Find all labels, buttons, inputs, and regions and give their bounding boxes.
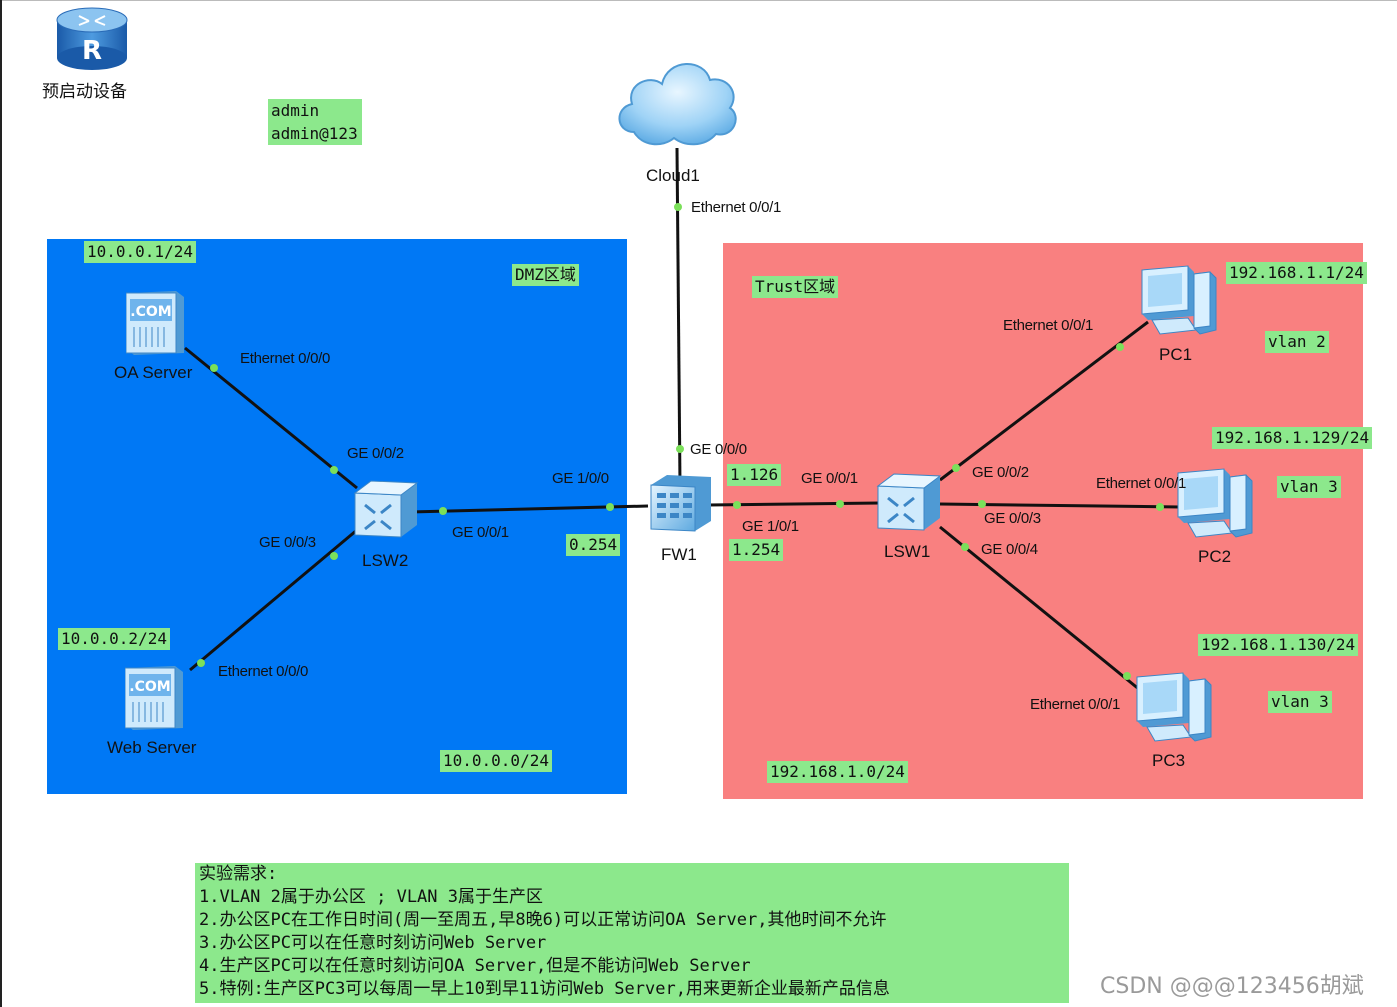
- requirement-item: 2.办公区PC在工作日时间(周一至周五,早8晚6)可以正常访问OA Server…: [199, 910, 887, 930]
- link-web-lsw2: [189, 528, 358, 672]
- pc2-label: PC2: [1198, 547, 1232, 566]
- pc3-ip: 192.168.1.130/24: [1198, 634, 1359, 656]
- pc3-label: PC3: [1152, 751, 1186, 770]
- lsw1-ge002-label: GE 0/0/2: [972, 464, 1029, 481]
- requirements-title: 实验需求:: [199, 864, 278, 884]
- pc2-port-label: Ethernet 0/0/1: [1096, 475, 1187, 492]
- fw-trust-ip: 1.254: [729, 539, 784, 561]
- port-dot-lsw2-ge002: [330, 466, 338, 474]
- fw-dmz-ip: 0.254: [566, 534, 621, 556]
- lsw1-label: LSW1: [884, 542, 931, 561]
- pc3-vlan: vlan 3: [1268, 691, 1332, 713]
- port-dot-cloud: [674, 203, 682, 211]
- cloud-port-label: Ethernet 0/0/1: [691, 199, 782, 216]
- port-dot-fw-ge000: [676, 445, 684, 453]
- svg-text:R: R: [82, 36, 102, 66]
- lsw2-ge003-label: GE 0/0/3: [259, 534, 316, 551]
- link-lsw1-pc3: [939, 525, 1141, 692]
- oa-server-label: OA Server: [114, 363, 193, 382]
- port-dot-lsw1-ge002: [952, 464, 960, 472]
- link-cloud-fw1: [675, 147, 682, 486]
- dmz-zone-label: DMZ区域: [512, 264, 579, 286]
- fw-ge000-label: GE 0/0/0: [690, 441, 747, 458]
- port-dot-pc2: [1156, 503, 1164, 511]
- pc2-vlan: vlan 3: [1277, 476, 1341, 498]
- cloud1-label: Cloud1: [646, 166, 700, 185]
- router-icon: R: [56, 7, 128, 70]
- pc1-port-label: Ethernet 0/0/1: [1003, 317, 1094, 334]
- trust-subnet-label: 192.168.1.0/24: [767, 761, 908, 783]
- frame-left-line: [0, 0, 2, 1007]
- credentials-user: admin: [271, 101, 320, 120]
- pc1-label: PC1: [1159, 345, 1193, 364]
- trust-zone: [723, 243, 1363, 799]
- lsw2-label: LSW2: [362, 551, 409, 570]
- requirement-item: 5.特例:生产区PC3可以每周一早上10到早11访问Web Server,用来更…: [199, 979, 890, 999]
- port-dot-fw-ge101: [733, 501, 741, 509]
- link-lsw1-pc1: [939, 320, 1149, 482]
- switch-lsw2-icon: [353, 480, 419, 538]
- credentials-note: admin admin@123: [268, 99, 362, 145]
- oa-port-label: Ethernet 0/0/0: [240, 350, 331, 367]
- svg-text:.COM: .COM: [129, 679, 170, 695]
- credentials-password: admin@123: [271, 124, 358, 143]
- requirement-item: 1.VLAN 2属于办公区 ; VLAN 3属于生产区: [199, 887, 543, 907]
- web-port-label: Ethernet 0/0/0: [218, 663, 309, 680]
- web-server-ip: 10.0.0.2/24: [58, 628, 170, 650]
- frame-top-line: [0, 0, 1397, 1]
- firewall-icon: [650, 475, 711, 532]
- cloud-icon: [618, 63, 737, 146]
- port-dot-pc1: [1116, 343, 1124, 351]
- pc3-icon: [1136, 672, 1212, 742]
- dmz-subnet-label: 10.0.0.0/24: [440, 750, 552, 772]
- port-dot-lsw1-ge004: [961, 543, 969, 551]
- switch-lsw1-icon: [876, 473, 942, 531]
- svg-text:.COM: .COM: [130, 304, 171, 320]
- port-dot-web: [197, 659, 205, 667]
- port-dot-lsw1-ge003: [978, 500, 986, 508]
- lsw2-ge002-label: GE 0/0/2: [347, 445, 404, 462]
- port-dot-oa: [210, 364, 218, 372]
- requirement-item: 3.办公区PC可以在任意时刻访问Web Server: [199, 933, 547, 953]
- port-dot-lsw2-ge003: [330, 552, 338, 560]
- fw1-label: FW1: [661, 545, 697, 564]
- pc3-port-label: Ethernet 0/0/1: [1030, 696, 1121, 713]
- fw-ge100-label: GE 1/0/0: [552, 470, 609, 487]
- fw-ge000-ip: 1.126: [727, 464, 782, 486]
- port-dot-lsw1-ge001: [836, 500, 844, 508]
- lsw1-ge004-label: GE 0/0/4: [981, 541, 1038, 558]
- pc2-icon: [1177, 468, 1253, 538]
- port-dot-lsw2-ge001: [439, 507, 447, 515]
- requirement-item: 4.生产区PC可以在任意时刻访问OA Server,但是不能访问Web Serv…: [199, 956, 751, 976]
- oa-server-ip: 10.0.0.1/24: [84, 241, 196, 263]
- web-server-icon: .COM: [125, 666, 183, 730]
- fw-ge101-label: GE 1/0/1: [742, 518, 799, 535]
- pc2-ip: 192.168.1.129/24: [1212, 427, 1373, 449]
- lsw1-ge001-label: GE 0/0/1: [801, 470, 858, 487]
- pc1-icon: [1141, 265, 1217, 335]
- lsw2-ge001-label: GE 0/0/1: [452, 524, 509, 541]
- link-lsw1-pc2: [939, 502, 1181, 509]
- port-dot-pc3: [1123, 672, 1131, 680]
- web-server-label: Web Server: [107, 738, 197, 757]
- router-caption: 预启动设备: [42, 82, 127, 102]
- oa-server-icon: .COM: [126, 291, 184, 355]
- lsw1-ge003-label: GE 0/0/3: [984, 510, 1041, 527]
- trust-zone-label: Trust区域: [752, 276, 839, 298]
- requirements-box: 实验需求: 1.VLAN 2属于办公区 ; VLAN 3属于生产区 2.办公区P…: [195, 863, 1069, 1003]
- watermark: CSDN @@@123456胡斌: [1100, 974, 1364, 999]
- port-dot-fw-ge100: [606, 503, 614, 511]
- pc1-ip: 192.168.1.1/24: [1226, 262, 1367, 284]
- pc1-vlan: vlan 2: [1265, 331, 1329, 353]
